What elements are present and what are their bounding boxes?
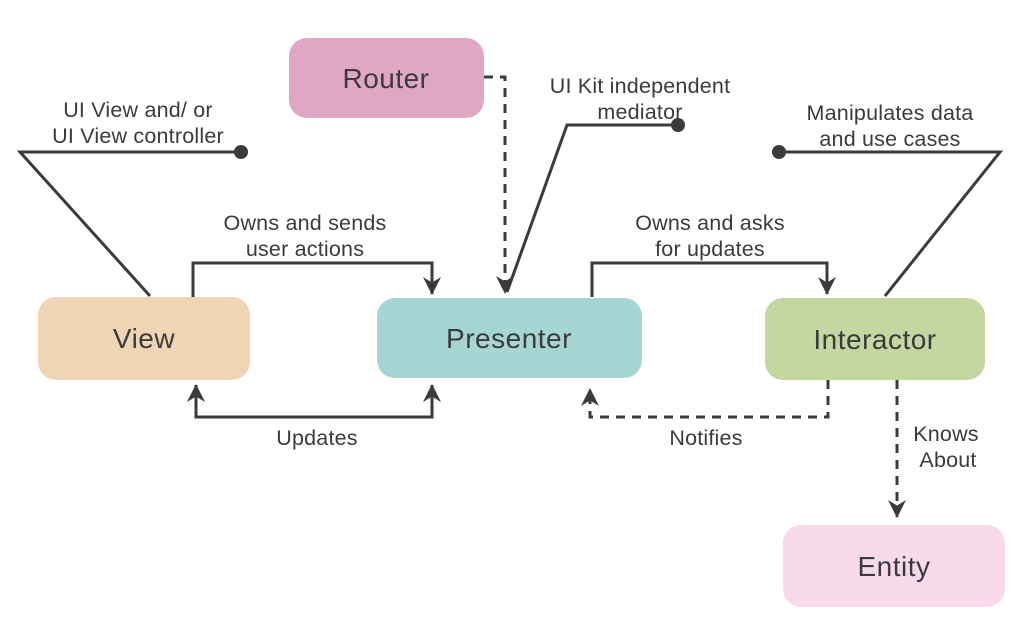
updates-label: Updates <box>276 426 357 450</box>
ui-kit-leader-dot-icon <box>671 118 685 132</box>
interactor-label: Interactor <box>813 324 936 355</box>
presenter-label: Presenter <box>446 323 572 354</box>
annotation-labels: UI View and/ or UI View controller UI Ki… <box>52 74 973 151</box>
presenter-node <box>377 298 642 378</box>
nodes: Router View Presenter Interactor Entity <box>38 38 1005 607</box>
edge-view-to-presenter <box>191 261 441 297</box>
edge-updates <box>187 384 441 419</box>
knows-about-label-line2: About <box>919 448 976 472</box>
owns-asks-label-line2: for updates <box>655 237 765 261</box>
ui-view-annotation-line1: UI View and/ or <box>63 98 213 122</box>
edge-presenter-to-interactor <box>590 261 836 297</box>
notifies-label: Notifies <box>669 426 742 450</box>
ui-kit-annotation-line2: mediator <box>597 100 682 124</box>
edge-labels: Owns and sends user actions Owns and ask… <box>224 211 979 472</box>
manipulates-annotation-line1: Manipulates data <box>807 101 974 125</box>
router-label: Router <box>342 63 429 94</box>
manipulates-annotation-line2: and use cases <box>819 127 960 151</box>
view-node <box>38 297 250 380</box>
manipulates-leader-dot-icon <box>772 145 786 159</box>
connectors <box>16 75 1004 518</box>
ui-view-annotation-line2: UI View controller <box>52 124 224 148</box>
entity-label: Entity <box>857 551 930 582</box>
leader-line-ui-view <box>16 150 241 298</box>
view-label: View <box>113 323 175 354</box>
entity-node <box>783 525 1005 607</box>
knows-about-label-line1: Knows <box>913 422 979 446</box>
ui-kit-annotation-line1: UI Kit independent <box>550 74 731 98</box>
owns-sends-label-line2: user actions <box>246 237 364 261</box>
edge-router-to-presenter <box>484 75 514 294</box>
edge-notifies <box>581 380 830 419</box>
leader-line-manipulates <box>785 150 1004 297</box>
ui-view-leader-dot-icon <box>234 145 248 159</box>
router-node <box>289 38 484 118</box>
owns-sends-label-line1: Owns and sends <box>224 211 387 235</box>
leader-line-ui-kit <box>505 123 672 293</box>
interactor-node <box>765 298 985 380</box>
owns-asks-label-line1: Owns and asks <box>635 211 785 235</box>
